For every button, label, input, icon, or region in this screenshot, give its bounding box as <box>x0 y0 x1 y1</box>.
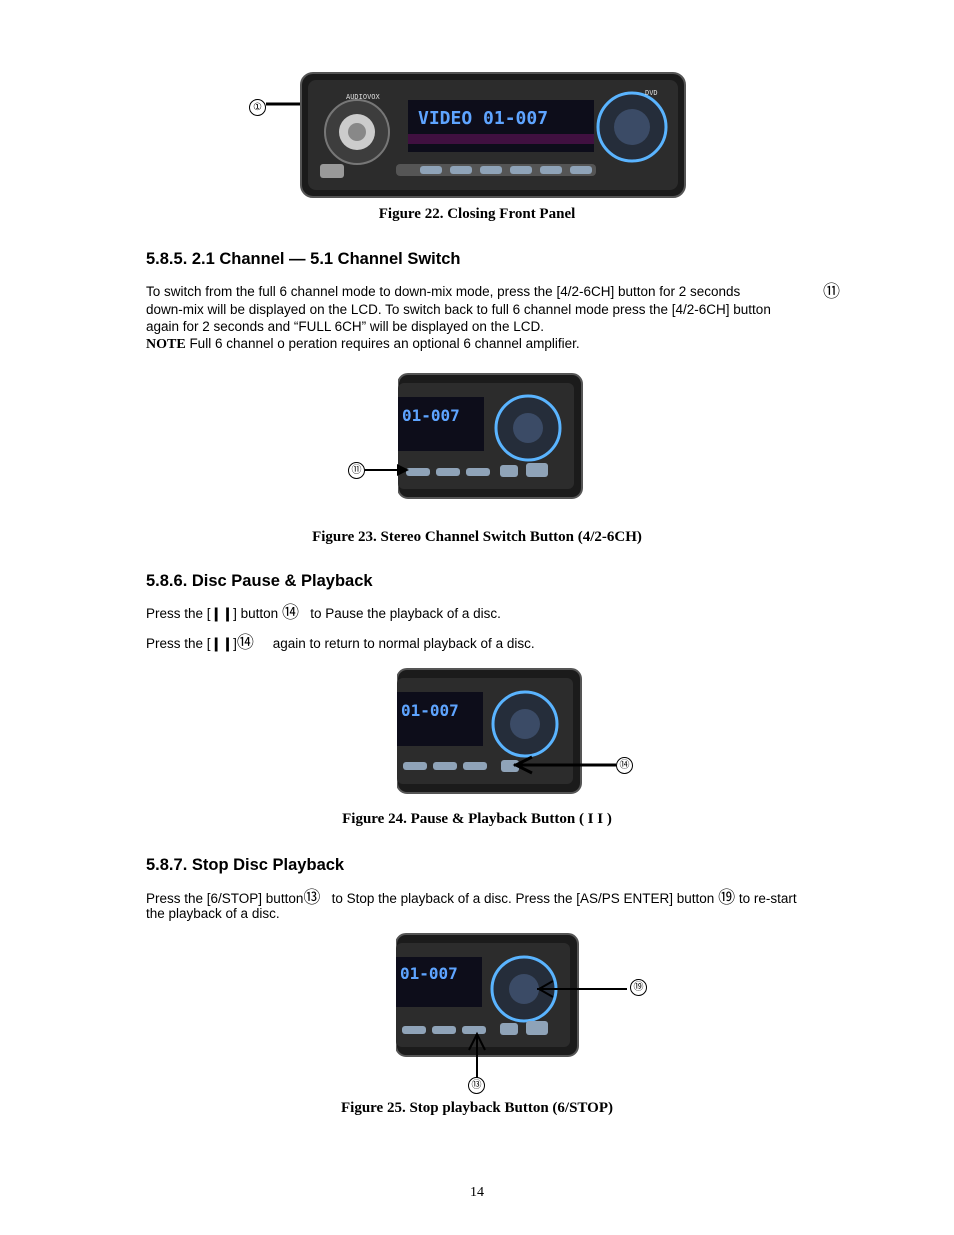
arrow-callout-13 <box>468 1031 486 1078</box>
pause-symbol: ❙❙ <box>210 606 234 621</box>
svg-text:01-007: 01-007 <box>400 964 458 983</box>
page-number: 14 <box>470 1185 484 1200</box>
figure-22-caption: Figure 22. Closing Front Panel <box>378 206 576 222</box>
section-586-line-1: Press the [❙❙] button ⑭ to Pause the pla… <box>146 603 501 622</box>
note-label: NOTE <box>146 337 186 352</box>
section-586-line-2: Press the [❙❙]⑭ again to return to norma… <box>146 633 535 652</box>
figure-24-caption: Figure 24. Pause & Playback Button ( I I… <box>342 811 612 827</box>
lcd-display-text: VIDEO 01-007 <box>418 108 548 129</box>
callout-1: ① <box>249 99 266 116</box>
section-586-heading: 5.8.6. Disc Pause & Playback <box>146 572 373 590</box>
svg-text:01-007: 01-007 <box>401 701 459 720</box>
svg-text:01-007: 01-007 <box>402 406 460 425</box>
ref-callout-11: ⑪ <box>823 282 840 301</box>
ref-callout-14: ⑭ <box>236 633 254 652</box>
ref-callout-19: ⑲ <box>718 888 736 907</box>
arrow-callout-19 <box>536 980 627 998</box>
stereo-channel-switch-image: 01-007 <box>398 373 583 499</box>
svg-text:AUDIOVOX: AUDIOVOX <box>346 93 381 101</box>
section-585-heading: 5.8.5. 2.1 Channel — 5.1 Channel Switch <box>146 250 461 268</box>
arrow-callout-11 <box>365 464 409 476</box>
car-stereo-front-panel-image: VIDEO 01-007 AUDIOVOX DVD <box>300 72 686 198</box>
section-585-note: NOTE Full 6 channel o peration requires … <box>146 336 580 352</box>
stop-playback-button-image: 01-007 <box>396 933 579 1057</box>
section-587-line-1: Press the [6/STOP] button⑬ to Stop the p… <box>146 888 797 907</box>
section-587-line-2: the playback of a disc. <box>146 906 280 921</box>
svg-text:DVD: DVD <box>645 89 658 97</box>
callout-13: ⑬ <box>468 1077 485 1094</box>
figure-25-caption: Figure 25. Stop playback Button (6/STOP) <box>341 1100 613 1116</box>
callout-14: ⑭ <box>616 757 633 774</box>
section-585-line-1: To switch from the full 6 channel mode t… <box>146 282 840 301</box>
ref-callout-13: ⑬ <box>303 888 321 907</box>
figure-23-caption: Figure 23. Stereo Channel Switch Button … <box>312 529 642 545</box>
section-587-heading: 5.8.7. Stop Disc Playback <box>146 856 345 874</box>
pause-playback-button-image: 01-007 <box>397 668 582 794</box>
pause-symbol: ❙❙ <box>210 636 234 651</box>
section-585-line-3: again for 2 seconds and “FULL 6CH” will … <box>146 319 544 334</box>
callout-11: ⑪ <box>348 462 365 479</box>
section-585-line-2: down-mix will be displayed on the LCD. T… <box>146 302 771 317</box>
arrow-callout-14 <box>512 755 616 775</box>
ref-callout-14: ⑭ <box>281 603 299 622</box>
callout-19: ⑲ <box>630 979 647 996</box>
